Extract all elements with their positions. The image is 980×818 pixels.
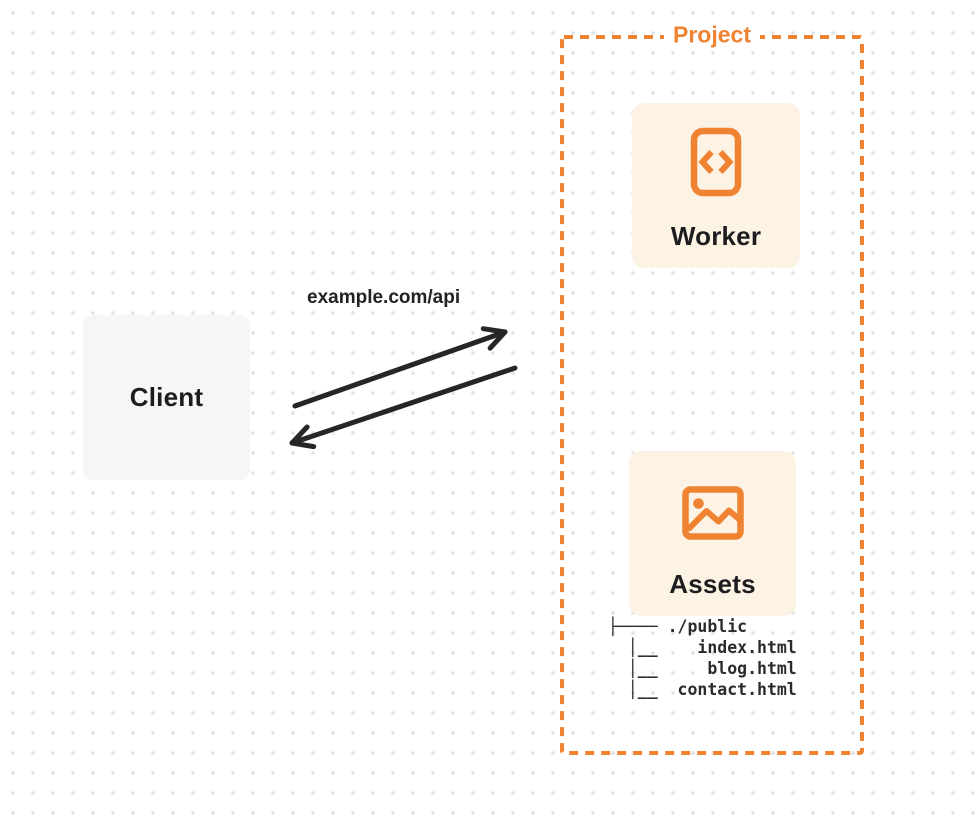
- file-tree-line-blog: │__ blog.html: [608, 659, 797, 678]
- worker-card: Worker: [632, 103, 800, 268]
- client-card: Client: [83, 315, 250, 480]
- project-label: Project: [664, 20, 760, 50]
- image-landscape-icon: [681, 486, 744, 540]
- file-tree: ├──── ./public │__ index.html │__ blog.h…: [608, 616, 797, 700]
- request-url-label: example.com/api: [307, 287, 461, 308]
- assets-label: Assets: [669, 569, 756, 599]
- code-document-icon: [690, 127, 742, 197]
- file-tree-line-index: │__ index.html: [608, 638, 797, 657]
- file-tree-line-contact: │__ contact.html: [608, 680, 797, 699]
- assets-card: Assets: [629, 451, 796, 616]
- worker-label: Worker: [670, 221, 762, 251]
- request-arrow: [292, 326, 508, 409]
- response-arrow: [289, 365, 518, 450]
- client-label: Client: [129, 382, 204, 412]
- file-tree-line-root: ├──── ./public: [608, 617, 748, 636]
